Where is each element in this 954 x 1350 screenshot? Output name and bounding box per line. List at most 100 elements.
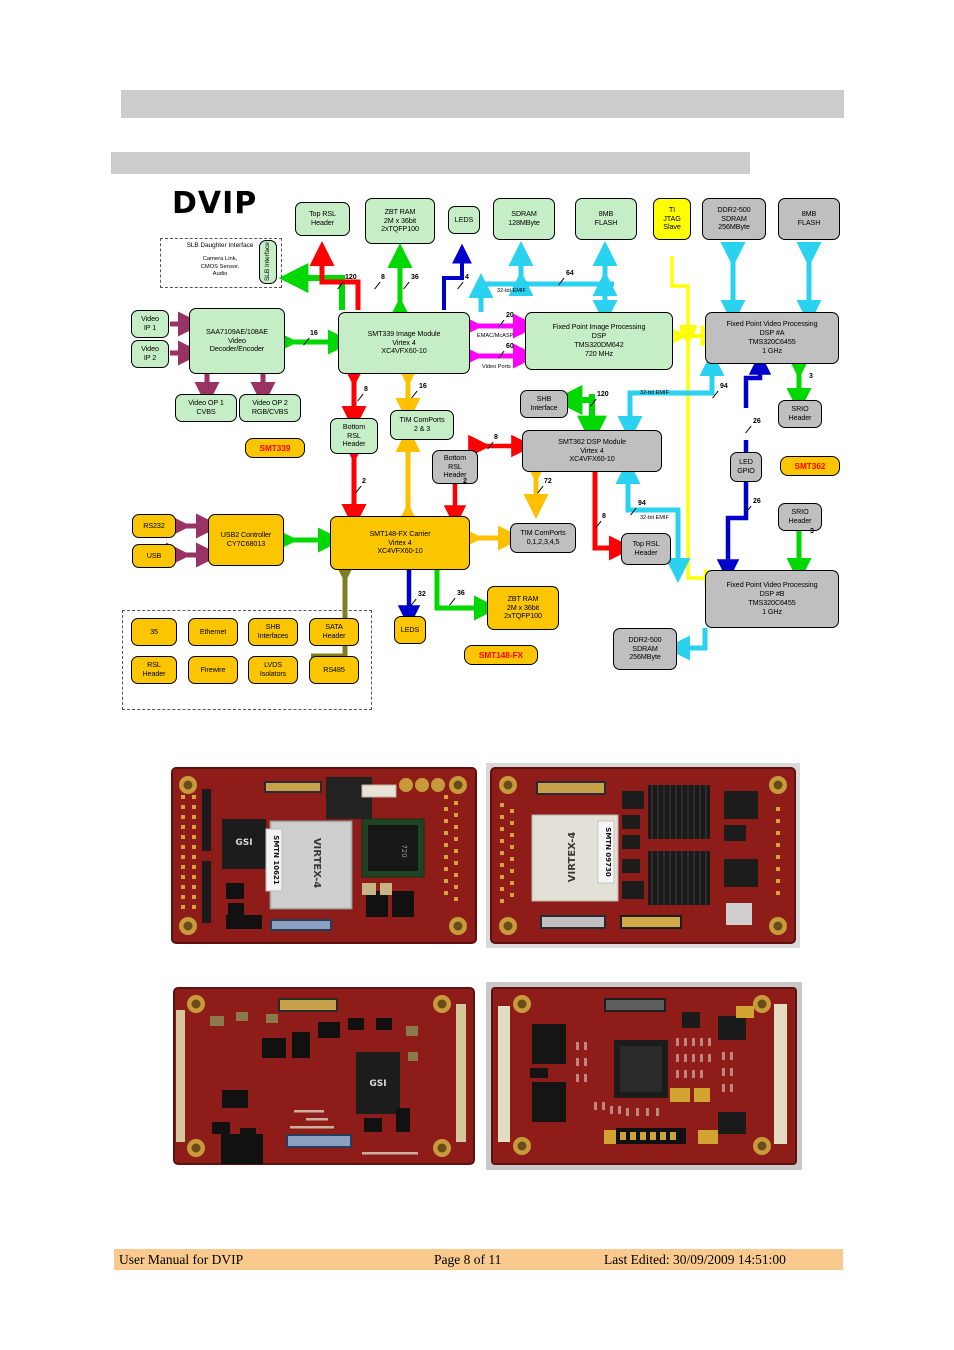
photo-smt362-top: VIRTEX-4 SMTN 09730 [486, 763, 800, 948]
bus-label-26-ledgpio-b: 26 [753, 498, 761, 505]
svg-text:GSI: GSI [369, 1079, 386, 1089]
bus-label-64-emif: 64 [566, 270, 574, 277]
system-block-diagram: SLB Daughter Interface Camera Link, CMOS… [0, 178, 954, 733]
svg-text:SMTN 10621: SMTN 10621 [272, 835, 280, 885]
slb-group-detail: Camera Link, CMOS Sensor, Audio [163, 256, 277, 279]
footer-document-title: User Manual for DVIP [119, 1252, 244, 1267]
bus-label-16-comports23: 16 [419, 383, 427, 390]
bus-label-94-dspa: 94 [720, 383, 728, 390]
annotation-video-ports: Video Ports [482, 364, 511, 370]
photo-smt339-top: GSI VIRTEX-4 SMTN 10621 720 [166, 763, 482, 948]
header-placeholder-bar-2 [111, 152, 750, 174]
bus-label-4-leds1: 4 [465, 274, 469, 281]
smt148fx-peripheral-group [122, 610, 372, 710]
bus-label-36-zbt1: 36 [411, 274, 419, 281]
tag-smt362: SMT362 [780, 456, 840, 476]
svg-text:SMTN 09730: SMTN 09730 [604, 827, 612, 877]
bus-label-120-slb: 120 [345, 274, 357, 281]
bus-label-120-shb: 120 [597, 391, 609, 398]
block-leds-2: LEDS [394, 616, 426, 644]
slb-detail-line-1: Camera Link, [202, 256, 238, 262]
svg-text:VIRTEX-4: VIRTEX-4 [567, 832, 578, 882]
slb-interface-port: SLB Interface [259, 240, 277, 284]
bus-label-3-srioa: 3 [809, 373, 813, 380]
bus-label-16-video: 16 [310, 330, 318, 337]
annotation-emac-mcasp: EMAC/McASP [477, 333, 514, 339]
bus-label-32-leds2: 32 [418, 591, 426, 598]
block-periph-ethernet: Ethernet [188, 618, 238, 646]
block-periph-firewire: Firewire [188, 656, 238, 684]
footer-page-number: Page 8 of 11 [434, 1252, 502, 1267]
slb-group-title: SLB Daughter Interface [186, 242, 254, 249]
bus-label-8-rsl362: 8 [494, 434, 498, 441]
page-footer: User Manual for DVIP Page 8 of 11 Last E… [114, 1249, 843, 1270]
photo-smt148fx [486, 982, 802, 1170]
annotation-emif-low: 32-bit EMIF [640, 515, 669, 521]
block-leds-1: LEDS [448, 206, 480, 234]
svg-text:720: 720 [400, 844, 408, 857]
bus-label-72-comports: 72 [544, 478, 552, 485]
tag-smt339: SMT339 [245, 438, 305, 458]
footer-last-edited: Last Edited: 30/09/2009 14:51:00 [604, 1252, 786, 1267]
bus-label-60-videoports: 60 [506, 343, 514, 350]
slb-port-label-2: Interface [263, 242, 271, 268]
bus-label-8-toprsl: 8 [381, 274, 385, 281]
annotation-emif-top: 32-bit EMIF [497, 288, 526, 294]
block-usb: USB [132, 544, 176, 568]
slb-detail-line-2: CMOS Sensor, [200, 263, 240, 270]
photo-smt339-bottom: GSI [166, 982, 482, 1170]
bus-label-3-sriob: 3 [810, 528, 814, 535]
bus-label-8-bottomrsl-339: 8 [364, 386, 368, 393]
bus-label-2-bottomrsl-148: 2 [362, 478, 366, 485]
block-periph-35: 35 [131, 618, 177, 646]
annotation-emif-mid: 32-bit EMIF [640, 390, 669, 396]
block-rs232: RS232 [132, 514, 176, 538]
dvip-logo: DVIP [172, 186, 258, 221]
slb-detail-line-3: Audio [212, 271, 228, 278]
svg-text:GSI: GSI [235, 838, 252, 848]
bus-label-2-bottomrsl-grey: 2 [463, 478, 467, 485]
bus-label-8-toprsl2: 8 [602, 513, 606, 520]
slb-port-label-1: SLB [263, 269, 271, 282]
header-placeholder-bar-1 [121, 90, 844, 118]
block-periph-rs485: RS485 [309, 656, 359, 684]
bus-label-20-emac: 20 [506, 312, 514, 319]
bus-label-94-dspb: 94 [638, 500, 646, 507]
bus-label-26-ledgpio-a: 26 [753, 418, 761, 425]
